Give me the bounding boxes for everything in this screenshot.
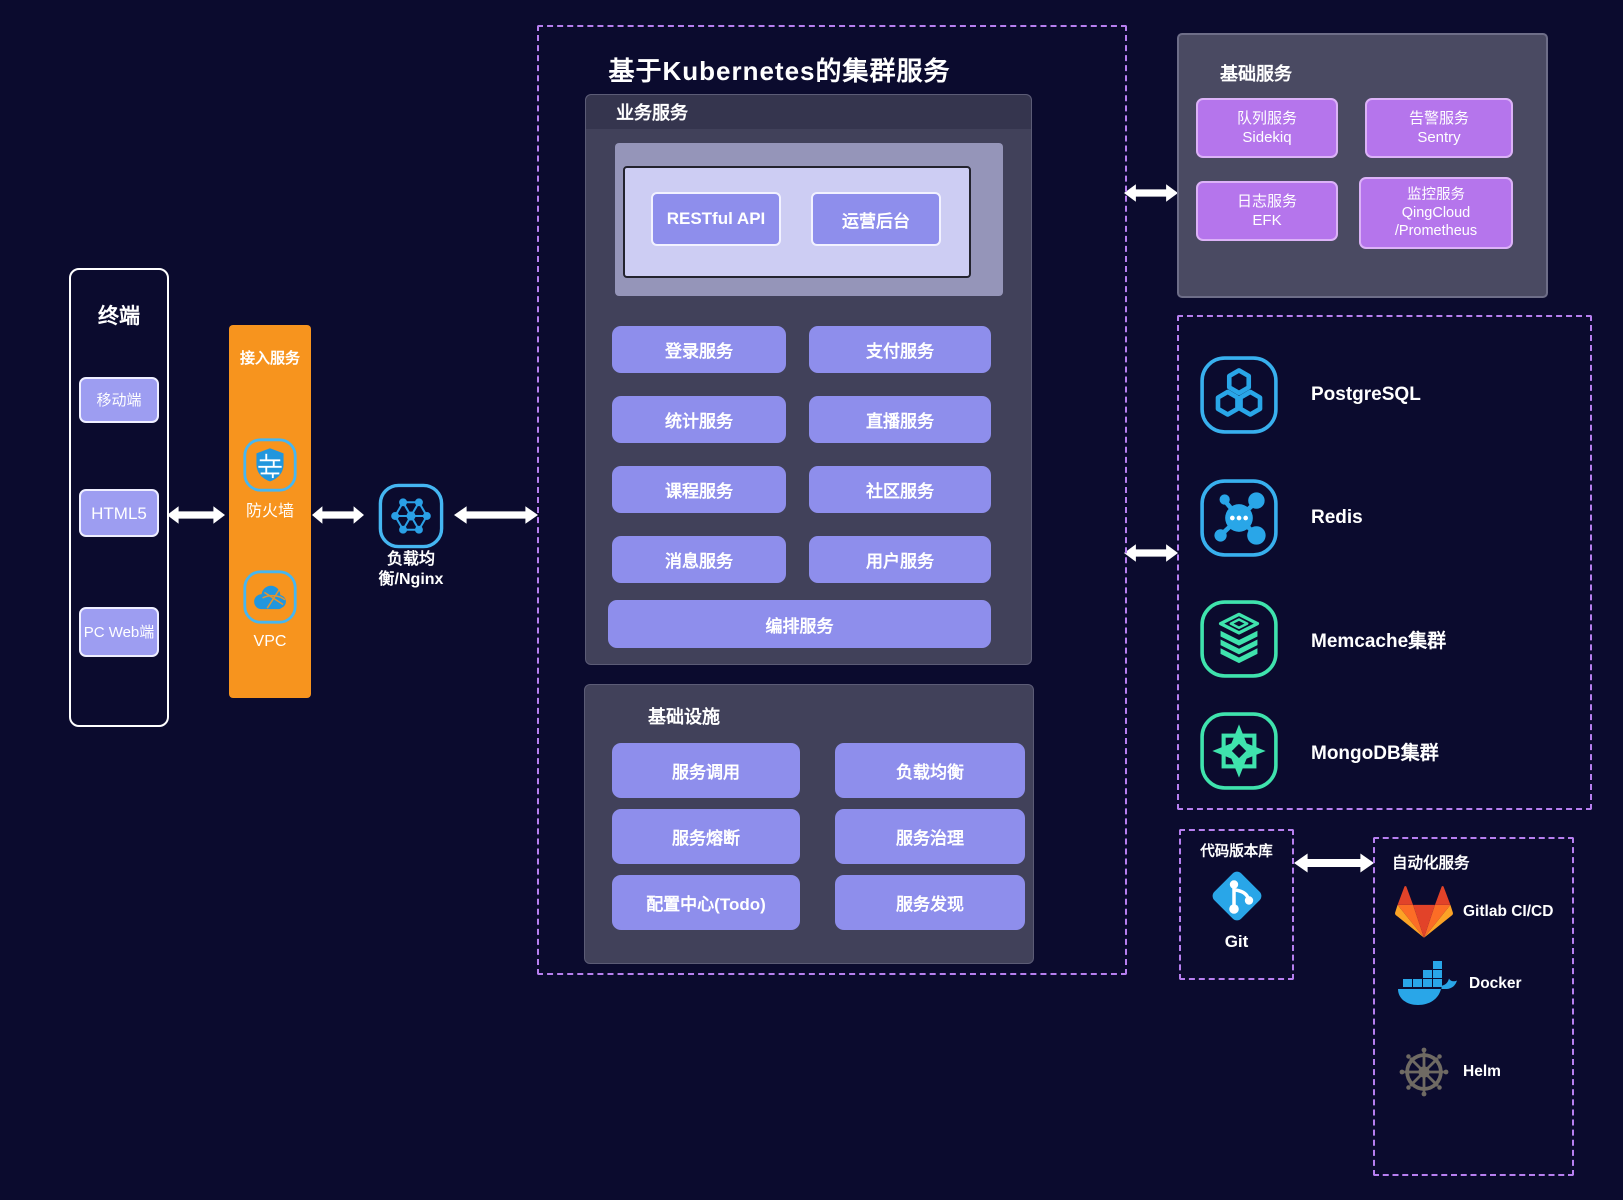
node-queue-service: 队列服务 Sidekiq bbox=[1196, 98, 1338, 158]
api-outer-box: RESTful API 运营后台 bbox=[615, 143, 1003, 296]
infrastructure-title: 基础设施 bbox=[648, 707, 720, 727]
datastore-label: PostgreSQL bbox=[1311, 384, 1421, 405]
automation-label: Docker bbox=[1469, 975, 1522, 992]
arrow-k8s-base-services bbox=[1124, 182, 1178, 204]
datastore-label: Redis bbox=[1311, 507, 1363, 528]
node-user-service: 用户服务 bbox=[809, 536, 991, 583]
arrow-repo-automation bbox=[1294, 851, 1374, 875]
node-config-center: 配置中心(Todo) bbox=[612, 875, 800, 930]
arrow-lb-k8s bbox=[454, 504, 538, 526]
node-payment-service: 支付服务 bbox=[809, 326, 991, 373]
node-community-service: 社区服务 bbox=[809, 466, 991, 513]
arrow-terminal-access bbox=[167, 504, 225, 526]
node-course-service: 课程服务 bbox=[612, 466, 786, 513]
datastores-box: PostgreSQL Redis bbox=[1177, 315, 1592, 810]
node-load-balancing: 负载均衡 bbox=[835, 743, 1025, 798]
business-services-header: 业务服务 bbox=[586, 95, 1031, 129]
git-label: Git bbox=[1224, 932, 1249, 951]
helm-icon bbox=[1399, 1047, 1449, 1097]
vpc-label: VPC bbox=[253, 633, 287, 650]
git-icon bbox=[1181, 865, 1292, 927]
load-balancer-label: 负载均 衡/Nginx bbox=[378, 551, 444, 588]
infrastructure-grid: 服务调用 负载均衡 服务熔断 服务治理 配置中心(Todo) 服务发现 bbox=[612, 743, 1025, 930]
business-services-panel: 业务服务 RESTful API 运营后台 登录服务 支付服务 统计服务 直播服… bbox=[585, 94, 1032, 665]
vpc-icon bbox=[229, 569, 311, 625]
automation-title: 自动化服务 bbox=[1392, 855, 1470, 872]
node-service-call: 服务调用 bbox=[612, 743, 800, 798]
node-circuit-breaker: 服务熔断 bbox=[612, 809, 800, 864]
automation-label: Helm bbox=[1463, 1063, 1501, 1080]
datastore-row-postgresql: PostgreSQL bbox=[1198, 354, 1421, 436]
docker-icon bbox=[1398, 961, 1457, 1005]
node-log-service: 日志服务 EFK bbox=[1196, 181, 1338, 241]
node-alert-service: 告警服务 Sentry bbox=[1365, 98, 1513, 158]
base-services-panel: 基础服务 队列服务 Sidekiq 告警服务 Sentry 日志服务 EFK 监… bbox=[1177, 33, 1548, 298]
node-orchestration-service: 编排服务 bbox=[608, 600, 991, 648]
k8s-title: 基于Kubernetes的集群服务 bbox=[608, 56, 951, 86]
node-restful-api: RESTful API bbox=[651, 192, 781, 246]
node-monitor-service: 监控服务 QingCloud /Prometheus bbox=[1359, 177, 1513, 249]
mongodb-icon bbox=[1200, 712, 1278, 790]
business-services-title: 业务服务 bbox=[616, 103, 688, 123]
terminal-title: 终端 bbox=[98, 305, 140, 328]
repo-box: 代码版本库 Git bbox=[1179, 829, 1294, 980]
memcache-icon bbox=[1200, 600, 1278, 678]
node-mobile: 移动端 bbox=[79, 377, 159, 423]
datastore-row-redis: Redis bbox=[1198, 477, 1363, 559]
repo-title: 代码版本库 bbox=[1200, 844, 1273, 860]
terminal-panel: 终端 移动端 HTML5 PC Web端 bbox=[69, 268, 169, 727]
datastore-row-mongodb: MongoDB集群 bbox=[1198, 710, 1439, 792]
access-panel: 接入服务 防火墙 bbox=[229, 325, 311, 698]
node-pc-web: PC Web端 bbox=[79, 607, 159, 657]
access-title: 接入服务 bbox=[239, 350, 300, 367]
node-html5: HTML5 bbox=[79, 489, 159, 537]
datastore-label: MongoDB集群 bbox=[1311, 742, 1439, 764]
automation-row-gitlab: Gitlab CI/CD bbox=[1395, 884, 1553, 940]
node-service-discovery: 服务发现 bbox=[835, 875, 1025, 930]
k8s-cluster-box: 基于Kubernetes的集群服务 业务服务 RESTful API 运营后台 … bbox=[537, 25, 1127, 975]
infrastructure-panel: 基础设施 服务调用 负载均衡 服务熔断 服务治理 配置中心(Todo) 服务发现 bbox=[584, 684, 1034, 964]
api-inner-box: RESTful API 运营后台 bbox=[623, 166, 971, 278]
redis-icon bbox=[1200, 479, 1278, 557]
automation-row-docker: Docker bbox=[1395, 958, 1522, 1010]
arrow-k8s-datastores bbox=[1124, 542, 1178, 564]
base-services-title: 基础服务 bbox=[1220, 64, 1292, 84]
load-balancer-icon bbox=[377, 482, 445, 550]
node-login-service: 登录服务 bbox=[612, 326, 786, 373]
arrow-access-lb bbox=[312, 504, 364, 526]
firewall-label: 防火墙 bbox=[245, 503, 294, 520]
datastore-label: Memcache集群 bbox=[1311, 630, 1447, 652]
gitlab-icon bbox=[1395, 886, 1453, 938]
automation-box: 自动化服务 Gitlab CI/CD bbox=[1373, 837, 1574, 1176]
datastore-row-memcache: Memcache集群 bbox=[1198, 598, 1446, 680]
node-statistics-service: 统计服务 bbox=[612, 396, 786, 443]
firewall-icon bbox=[229, 437, 311, 493]
postgresql-icon bbox=[1200, 356, 1278, 434]
node-admin-backend: 运营后台 bbox=[811, 192, 941, 246]
node-message-service: 消息服务 bbox=[612, 536, 786, 583]
automation-label: Gitlab CI/CD bbox=[1463, 903, 1554, 920]
node-live-service: 直播服务 bbox=[809, 396, 991, 443]
node-service-governance: 服务治理 bbox=[835, 809, 1025, 864]
automation-row-helm: Helm bbox=[1395, 1043, 1501, 1101]
service-grid: 登录服务 支付服务 统计服务 直播服务 课程服务 社区服务 消息服务 用户服务 bbox=[612, 326, 991, 583]
